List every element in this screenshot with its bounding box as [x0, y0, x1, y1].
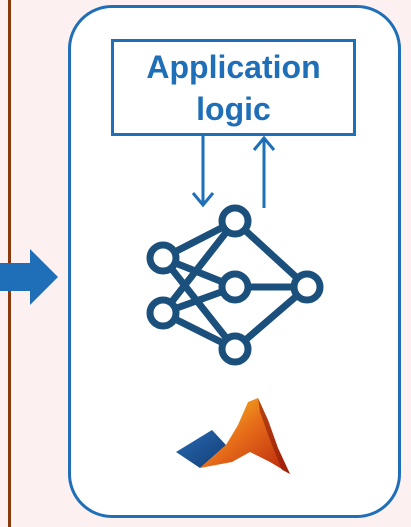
neural-network-icon	[146, 204, 324, 366]
down-arrow-icon	[191, 136, 215, 208]
application-logic-box: Application logic	[111, 39, 356, 136]
right-arrow-icon	[0, 249, 58, 305]
matlab-logo-icon	[176, 398, 290, 474]
up-arrow-icon	[252, 135, 276, 208]
application-logic-label: Application logic	[146, 48, 321, 127]
